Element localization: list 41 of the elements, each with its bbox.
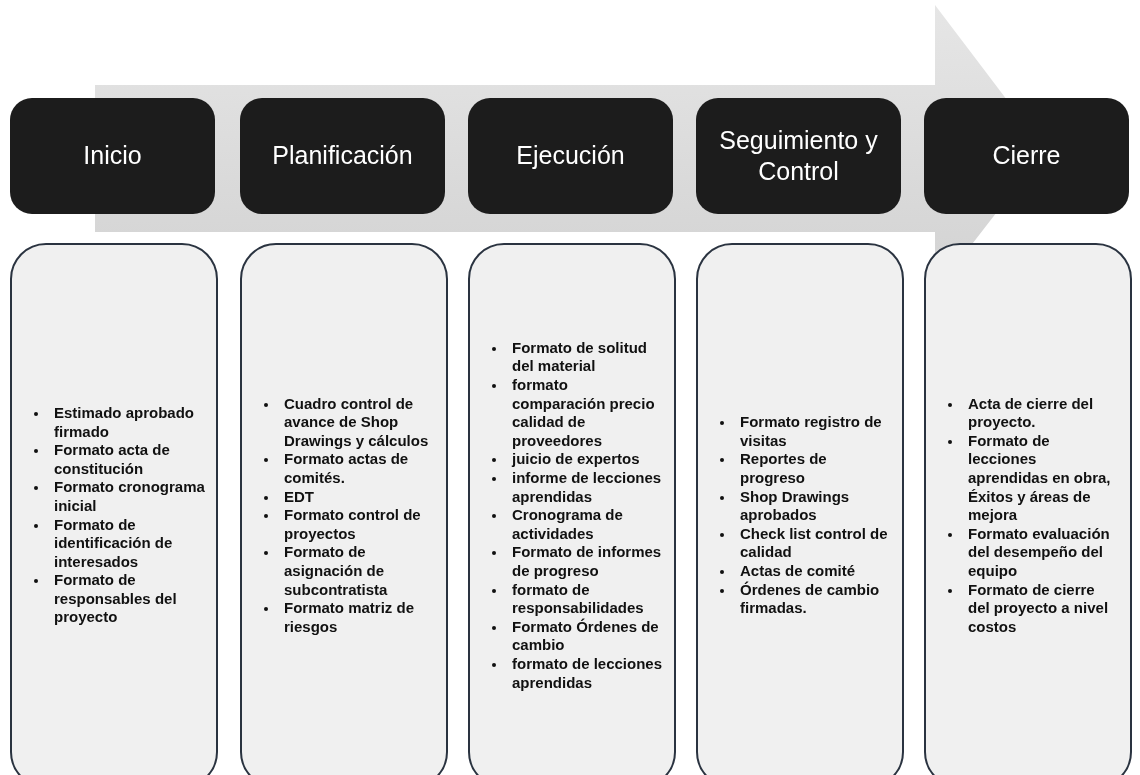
list-item-text: Acta de cierre del proyecto. <box>968 394 1095 432</box>
list-item-text: Formato matriz de riesgos <box>284 599 416 637</box>
list-item-text: Formato de cierre del proyecto a nivel costos <box>968 580 1110 637</box>
list-item-text: Formato acta de constitución <box>54 441 171 479</box>
list-item-text: Check list control de calidad <box>740 524 889 562</box>
phase-title: Ejecución <box>515 140 626 172</box>
list-item-text: Cronograma de actividades <box>512 506 624 544</box>
list-item-text: Formato cronograma inicial <box>54 478 206 516</box>
list-item-text: Órdenes de cambio firmadas. <box>740 580 881 618</box>
list-item-text: Reportes de progreso <box>740 450 828 488</box>
phase-box <box>924 98 1129 214</box>
list-item-text: Actas de comité <box>740 562 857 581</box>
list-item-text: Formato de lecciones aprendidas en obra, Éxitos y áreas de mejora <box>968 431 1112 525</box>
list-item-text: Formato actas de comités. <box>284 450 410 488</box>
list-item-text: EDT <box>284 487 315 507</box>
list-item-text: Formato de asignación de subcontratista <box>284 543 389 600</box>
deliverables-card <box>924 243 1132 775</box>
phase-box <box>468 98 673 214</box>
deliverables-card <box>696 243 904 775</box>
list-item-text: Cuadro control de avance de Shop Drawings y cálculos <box>284 394 430 451</box>
list-item-text: Formato de responsables del proyecto <box>54 571 178 628</box>
list-item-text: Formato registro de visitas <box>740 413 883 451</box>
phase-title: Seguimiento y Control <box>718 124 879 187</box>
phase-title: Planificación <box>271 140 414 172</box>
list-item-text: Formato de identificación de interesados <box>54 515 174 572</box>
list-item-text: Formato evaluación del desempeño del equipo <box>968 524 1111 581</box>
phase-title: Inicio <box>82 140 143 172</box>
phase-title: Cierre <box>991 140 1062 172</box>
phase-box <box>240 98 445 214</box>
phase-box <box>696 98 901 214</box>
list-item-text: formato de lecciones aprendidas <box>512 654 664 693</box>
deliverables-card <box>10 243 218 775</box>
list-item-text: Shop Drawings aprobados <box>740 487 851 525</box>
list-item-text: informe de lecciones aprendidas <box>512 469 663 507</box>
deliverables-card <box>240 243 448 775</box>
list-item-text: formato de responsabilidades <box>512 580 645 618</box>
phase-box <box>10 98 215 214</box>
list-item-text: Estimado aprobado firmado <box>54 403 196 442</box>
deliverables-card <box>468 243 676 775</box>
list-item-text: Formato control de proyectos <box>284 506 422 544</box>
list-item-text: juicio de expertos <box>512 450 641 469</box>
